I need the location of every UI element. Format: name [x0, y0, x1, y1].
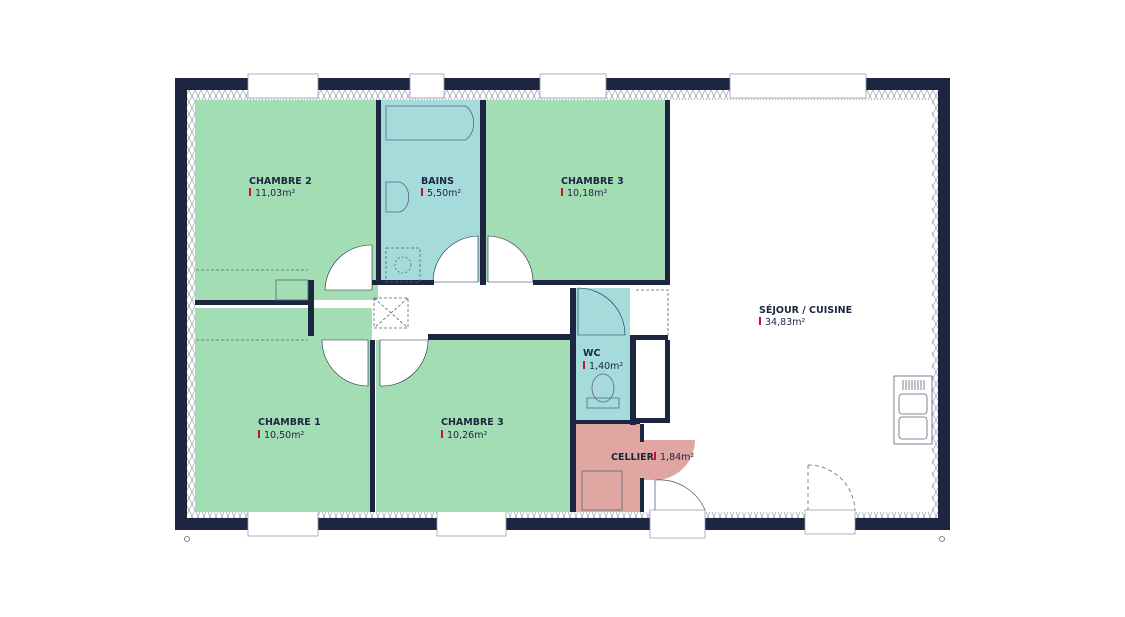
room-area: 34,83m²	[765, 317, 805, 328]
room-name: BAINS	[421, 176, 454, 187]
door-swings	[321, 235, 534, 387]
label-bains: BAINS 5,50m²	[421, 176, 461, 199]
room-name: CHAMBRE 3	[561, 176, 624, 187]
room-area: 10,18m²	[567, 188, 607, 199]
room-name: SÉJOUR / CUISINE	[759, 304, 852, 316]
room-name: CHAMBRE 2	[249, 176, 312, 187]
toilet-icon	[591, 373, 615, 403]
closet-icon	[196, 269, 308, 341]
room-area: 5,50m²	[427, 188, 461, 199]
washbasin-icon	[385, 181, 410, 213]
label-chambre-3-top: CHAMBRE 3 10,18m²	[561, 176, 624, 199]
skylight-icon	[373, 297, 409, 329]
room-area: 11,03m²	[255, 188, 295, 199]
washing-machine-icon	[581, 470, 623, 511]
patio-door-swing	[807, 464, 856, 511]
room-area: 10,26m²	[447, 430, 487, 441]
fixtures	[184, 105, 945, 542]
room-name: CHAMBRE 1	[258, 417, 321, 428]
room-cellier	[573, 424, 640, 512]
entry-door-swing	[654, 479, 706, 511]
label-chambre-1: CHAMBRE 1 10,50m²	[258, 417, 321, 441]
room-area: 10,50m²	[264, 430, 304, 441]
label-chambre-2: CHAMBRE 2 11,03m²	[249, 176, 312, 199]
bathtub-icon	[385, 105, 475, 141]
room-area: 1,40m²	[589, 361, 623, 372]
room-area: 1,84m²	[660, 452, 694, 463]
room-name: CELLIER	[611, 452, 655, 463]
room-labels: CHAMBRE 2 11,03m² BAINS 5,50m² CHAMBRE 3…	[249, 176, 852, 463]
windows	[247, 73, 867, 539]
label-cellier: CELLIER 1,84m²	[611, 452, 694, 463]
shower-icon	[385, 247, 421, 283]
room-name: CHAMBRE 3	[441, 417, 504, 428]
label-chambre-3-bottom: CHAMBRE 3 10,26m²	[441, 417, 504, 441]
room-name: WC	[583, 348, 600, 359]
label-sejour-cuisine: SÉJOUR / CUISINE 34,83m²	[759, 304, 852, 328]
interior-walls	[195, 100, 670, 512]
label-wc: WC 1,40m²	[583, 348, 623, 372]
room-chambre-1	[195, 308, 372, 512]
sink-icon	[893, 375, 933, 445]
